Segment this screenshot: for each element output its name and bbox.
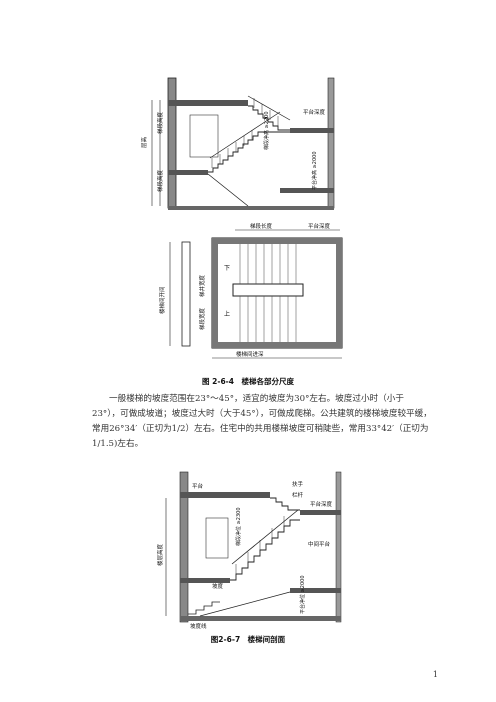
flight-length-label: 梯段长度: [250, 222, 273, 230]
floor-height-label: 楼层高度: [156, 543, 164, 566]
flight-height-label-a: 梯段高度: [156, 111, 164, 134]
landing-clearance-label: 平台净位 ≥2000: [299, 575, 306, 614]
stair-dimensions-drawing: 层高 梯段高度 梯段高度 梯段净高 ≥2200 平台深度 平台净高 ≥2000 …: [140, 77, 343, 359]
handrail-label: 扶手: [292, 480, 304, 488]
mid-landing-label: 中间平台: [308, 540, 331, 548]
stair-dimensions-figure: 层高 梯段高度 梯段高度 梯段净高 ≥2200 平台深度 平台净高 ≥2000 …: [140, 70, 360, 370]
landing-depth-label: 平台深度: [303, 108, 326, 116]
down-label: 下: [224, 265, 230, 272]
slope-line-label: 坡度线: [190, 622, 207, 630]
headroom-label: 梯段净高 ≥2200: [263, 111, 270, 150]
stair-depth-label: 楼梯间进深: [236, 350, 264, 358]
body-paragraph: 一般楼梯的坡度范围在23°～45°，适宜的坡度为30°左右。坡度过小时（小于23…: [92, 394, 432, 449]
landing-top-label: 平台: [192, 482, 204, 490]
floor-height-label: 层高: [140, 136, 148, 148]
flight-clearance-label: 梯段净位 ≥2300: [235, 507, 242, 546]
railing-label: 栏杆: [292, 491, 304, 499]
figure2-caption: 图2-6-7 楼梯间剖面: [210, 635, 286, 644]
figure1-caption: 图 2-6-4 楼梯各部分尺度: [202, 377, 294, 386]
up-label: 上: [224, 310, 230, 318]
page-number: 1: [432, 670, 438, 679]
slope-label: 坡度: [212, 582, 224, 590]
plan-landing-depth-label: 平台深度: [308, 222, 331, 230]
landing-depth-label: 平台深度: [310, 500, 333, 508]
stair-width-label: 楼梯间开间: [158, 286, 166, 314]
flight-height-label-b: 梯段高度: [156, 169, 164, 192]
well-width-label: 梯井宽度: [198, 274, 206, 297]
stair-section-drawing: 楼层高度 平台 扶手 栏杆 平台深度 梯段净位 ≥2300 中间平台 平台净位 …: [156, 471, 342, 630]
flight-width-label: 梯段宽度: [198, 307, 206, 330]
stair-section-figure: 楼层高度 平台 扶手 栏杆 平台深度 梯段净位 ≥2300 中间平台 平台净位 …: [140, 466, 360, 631]
landing-clearance-label: 平台净高 ≥2000: [311, 151, 318, 190]
